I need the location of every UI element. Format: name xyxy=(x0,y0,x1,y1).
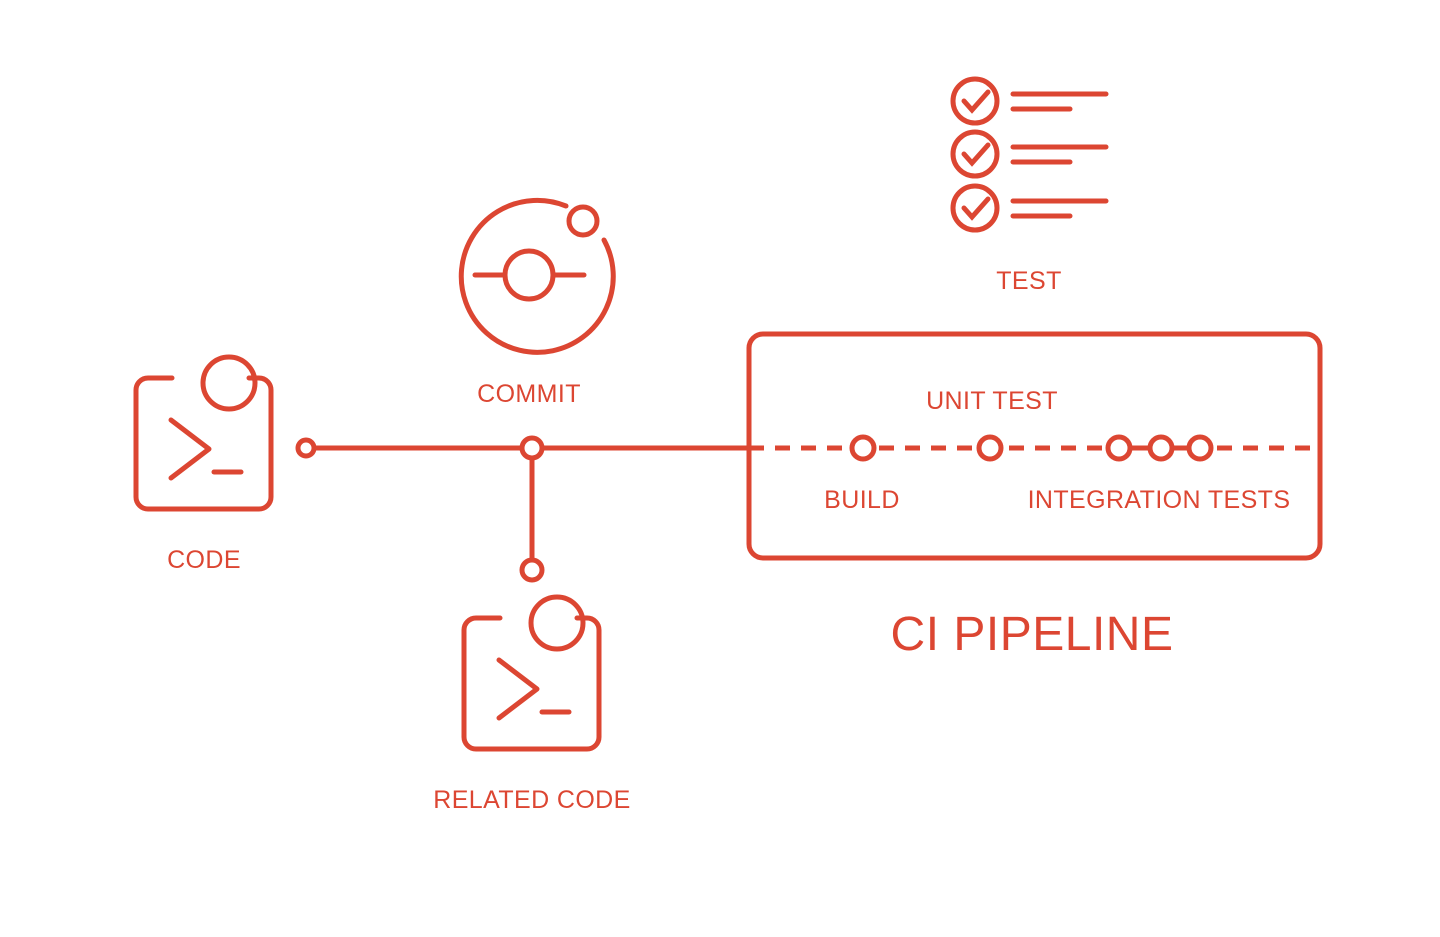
check-row-1 xyxy=(950,76,1109,126)
node-label-commit: COMMIT xyxy=(477,380,581,408)
terminal-code-icon xyxy=(461,594,602,752)
stage-label-unit-test: UNIT TEST xyxy=(926,387,1058,415)
check-mark-icon xyxy=(961,89,991,114)
commit-orbit-icon xyxy=(458,197,616,355)
node-related-code[interactable]: RELATED CODE xyxy=(433,594,630,814)
stage-label-build: BUILD xyxy=(824,486,900,514)
checklist-icon xyxy=(950,76,1109,233)
pipeline-dots xyxy=(849,434,1214,462)
node-label-test: TEST xyxy=(996,267,1062,295)
flow-connectors xyxy=(314,445,749,562)
connector-dot-code xyxy=(295,437,317,459)
check-row-2 xyxy=(950,129,1109,179)
node-commit[interactable]: COMMIT xyxy=(458,197,616,408)
check-mark-icon xyxy=(961,196,991,221)
check-row-3 xyxy=(950,183,1109,233)
pipeline-dot-build xyxy=(849,434,877,462)
pipeline-dot-integration-1 xyxy=(1105,434,1133,462)
check-mark-icon xyxy=(961,142,991,167)
connector-dot-branch xyxy=(519,435,545,461)
pipeline-dot-integration-2 xyxy=(1147,434,1175,462)
check-circle-icon xyxy=(950,76,1000,126)
connector-dot-related-code xyxy=(519,557,545,583)
check-circle-icon xyxy=(950,129,1000,179)
node-label-code: CODE xyxy=(167,546,241,574)
pipeline-dot-integration-3 xyxy=(1186,434,1214,462)
node-label-related-code: RELATED CODE xyxy=(433,786,630,814)
node-code[interactable]: CODE xyxy=(133,354,274,574)
pipeline-dot-unit-test xyxy=(976,434,1004,462)
terminal-code-icon xyxy=(133,354,274,512)
node-test[interactable]: TEST xyxy=(950,76,1109,295)
check-circle-icon xyxy=(950,183,1000,233)
connector-dots xyxy=(295,435,545,583)
ci-pipeline-box[interactable]: UNIT TEST BUILD INTEGRATION TESTS xyxy=(746,331,1323,561)
page-title: CI PIPELINE xyxy=(891,608,1174,661)
stage-label-integration-tests: INTEGRATION TESTS xyxy=(1028,486,1291,514)
